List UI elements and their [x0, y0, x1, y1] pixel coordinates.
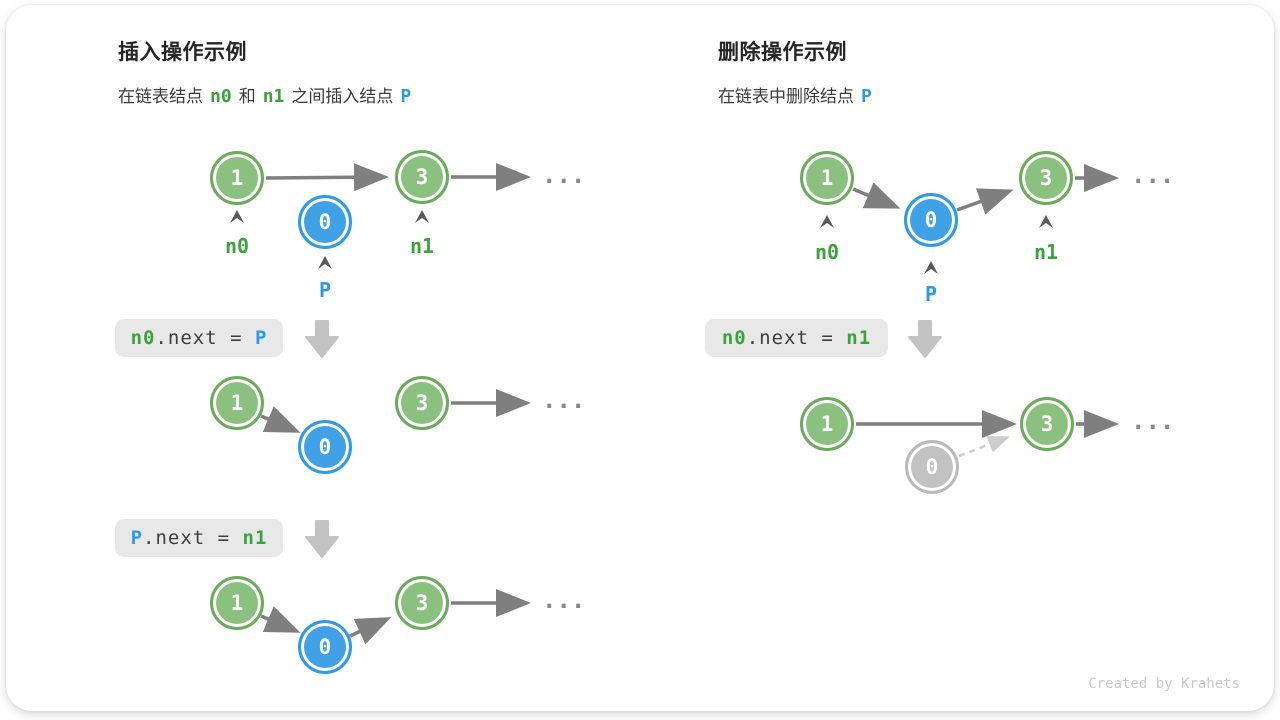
- ellipsis: ...: [542, 161, 586, 189]
- subtitle-text: 和: [238, 87, 256, 106]
- arrow-n0-to-p: [852, 182, 901, 209]
- code-mid: .next =: [746, 327, 847, 349]
- caret-up-icon: [230, 210, 244, 223]
- insert-panel-title: 插入操作示例: [118, 41, 247, 64]
- subtitle-text: 之间插入结点: [291, 87, 394, 106]
- arrow-p-to-n1: [349, 617, 392, 645]
- code-rhs: P: [254, 327, 268, 349]
- dashed-arrow-removed-p-to-n1: [958, 436, 1011, 458]
- code-n1: n1: [262, 86, 285, 107]
- pointer-label-n1: n1: [1033, 240, 1059, 264]
- code-lhs: P: [130, 527, 144, 549]
- list-node-3: 3: [395, 576, 449, 630]
- code-p: P: [400, 86, 412, 107]
- list-node-3: 3: [395, 150, 449, 204]
- down-block-arrow-icon: [908, 320, 942, 358]
- caret-up-icon: [820, 215, 834, 228]
- code-statement-p-next-n1: P.next = n1: [115, 519, 283, 557]
- arrow-n0-to-n1: [265, 163, 389, 192]
- list-node-1: 1: [210, 576, 264, 630]
- list-node-1: 1: [210, 376, 264, 430]
- down-block-arrow-icon: [305, 320, 339, 358]
- list-node-1: 1: [800, 151, 854, 205]
- list-node-3: 3: [395, 376, 449, 430]
- pointer-label-n0: n0: [224, 234, 250, 258]
- code-rhs: n1: [242, 527, 268, 549]
- code-lhs: n0: [721, 327, 747, 349]
- pointer-label-n0: n0: [814, 240, 840, 264]
- credit-text: Created by Krahets: [1088, 676, 1240, 692]
- down-block-arrow-icon: [305, 520, 339, 558]
- list-node-1: 1: [210, 151, 264, 205]
- ellipsis: ...: [1131, 407, 1175, 435]
- list-node-3: 3: [1019, 151, 1073, 205]
- caret-up-icon: [415, 210, 429, 223]
- subtitle-text: 在链表结点: [118, 87, 203, 106]
- list-node-p: 0: [298, 420, 352, 474]
- code-mid: .next =: [143, 527, 243, 549]
- code-lhs: n0: [130, 327, 156, 349]
- list-node-p-removed: 0: [905, 440, 959, 494]
- arrow-p-to-n1: [956, 188, 1014, 215]
- list-node-3: 3: [1020, 397, 1074, 451]
- ellipsis: ...: [542, 586, 586, 614]
- delete-panel-subtitle: 在链表中删除结点 P: [718, 82, 879, 107]
- caret-up-icon: [924, 261, 938, 274]
- caret-up-icon: [1039, 215, 1053, 228]
- arrow-n0-to-p: [260, 406, 301, 433]
- insert-panel-subtitle: 在链表结点 n0 和 n1 之间插入结点 P: [118, 82, 418, 107]
- list-node-p: 0: [298, 620, 352, 674]
- ellipsis: ...: [542, 386, 586, 414]
- list-node-1: 1: [800, 397, 854, 451]
- code-statement-n0-next-n1: n0.next = n1: [705, 319, 888, 357]
- ellipsis: ...: [1131, 161, 1175, 189]
- code-statement-n0-next-p: n0.next = P: [115, 319, 283, 357]
- list-node-p: 0: [298, 195, 352, 249]
- pointer-label-p: P: [924, 282, 938, 306]
- caret-up-icon: [318, 256, 332, 269]
- code-p: P: [861, 86, 872, 107]
- delete-panel-title: 删除操作示例: [718, 41, 847, 64]
- code-n0: n0: [210, 86, 232, 107]
- pointer-label-n1: n1: [409, 234, 435, 258]
- arrow-n0-to-p: [260, 606, 301, 633]
- pointer-label-p: P: [318, 278, 332, 302]
- code-mid: .next =: [155, 327, 255, 349]
- list-node-p: 0: [904, 193, 958, 247]
- subtitle-text: 在链表中删除结点: [718, 87, 854, 106]
- code-rhs: n1: [846, 327, 872, 349]
